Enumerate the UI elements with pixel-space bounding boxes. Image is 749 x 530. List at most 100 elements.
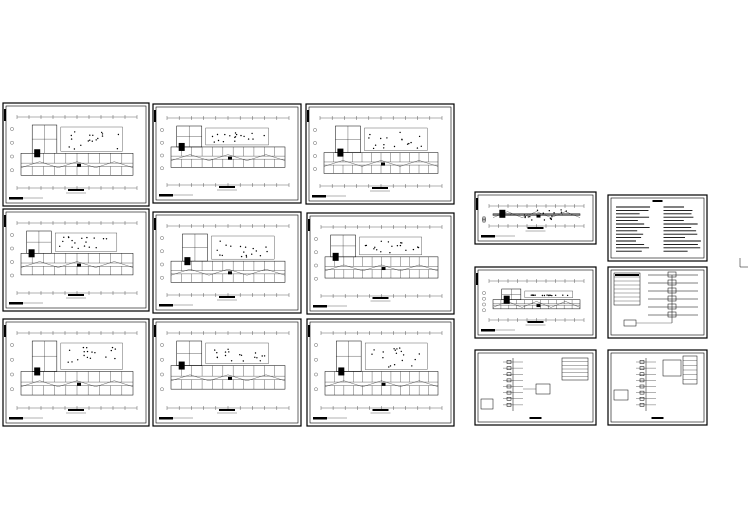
- grid-axis-bubble: [160, 128, 164, 132]
- fixture-symbol: [101, 133, 104, 135]
- drawing-sheet-floor-plan[interactable]: [152, 103, 302, 204]
- fixture-symbol: [387, 241, 390, 243]
- plan-caption: [372, 409, 389, 411]
- fixture-symbol: [401, 139, 403, 141]
- fixture-symbol: [230, 245, 232, 247]
- fixture-symbol: [101, 131, 103, 134]
- device-symbol: [506, 397, 512, 401]
- grid-axis-bubble: [482, 219, 486, 223]
- grid-axis-bubble: [160, 153, 164, 158]
- grid-axis-bubble: [160, 387, 164, 392]
- drawing-sheet-floor-plan[interactable]: [2, 318, 150, 427]
- fixture-symbol: [77, 359, 79, 361]
- fixture-symbol: [418, 135, 421, 138]
- sheet-inner-border: [5, 211, 147, 309]
- drawing-sheet-floor-plan[interactable]: [306, 318, 455, 427]
- fixture-symbol: [565, 210, 567, 212]
- fixture-symbol: [213, 141, 215, 143]
- fixture-symbol: [388, 366, 390, 368]
- fixture-symbol: [89, 134, 91, 136]
- equipment-block: [77, 263, 81, 267]
- fixture-symbol: [92, 134, 94, 136]
- title-block: [481, 235, 495, 238]
- fixture-symbol: [224, 133, 226, 136]
- fixture-symbol: [529, 216, 531, 218]
- fixture-symbol: [67, 361, 69, 363]
- open-area: [524, 290, 573, 298]
- drawing-sheet-floor-plan[interactable]: [474, 191, 597, 245]
- grid-axis-bubble: [160, 166, 164, 171]
- plan-caption: [68, 189, 84, 191]
- fixture-symbol: [86, 236, 88, 239]
- fixture-symbol: [68, 349, 71, 351]
- drawing-sheet-floor-plan[interactable]: [2, 102, 150, 207]
- source-panel: [613, 389, 629, 401]
- fixture-symbol: [88, 246, 91, 248]
- plan-caption: [527, 227, 544, 229]
- drawing-sheet-floor-plan[interactable]: [2, 208, 150, 312]
- fixture-symbol: [369, 133, 371, 136]
- sheet-inner-border: [5, 321, 147, 424]
- building-outline: [170, 146, 286, 168]
- fixture-symbol: [550, 218, 552, 221]
- device-symbol: [639, 366, 645, 370]
- notes-heading: [652, 200, 663, 202]
- grid-axis-bubble: [314, 357, 318, 362]
- fixture-symbol: [243, 251, 245, 253]
- fixture-symbol: [221, 254, 223, 257]
- fixture-symbol: [401, 359, 403, 362]
- open-area: [205, 127, 269, 146]
- drawing-sheet-floor-plan[interactable]: [306, 212, 455, 315]
- drawing-sheet-riser-diagram[interactable]: [607, 266, 708, 339]
- drawing-sheet-system-diagram[interactable]: [607, 349, 708, 426]
- fixture-symbol: [216, 352, 218, 354]
- fixture-symbol: [68, 146, 70, 148]
- drawing-sheet-floor-plan[interactable]: [474, 266, 597, 339]
- grid-axis-bubble: [10, 246, 14, 251]
- sheet-inner-border: [610, 197, 705, 259]
- drawing-sheet-floor-plan[interactable]: [152, 211, 302, 314]
- binding-margin-mark: [154, 218, 156, 230]
- title-block: [9, 197, 23, 200]
- grid-axis-bubble: [10, 260, 14, 264]
- sheet-border: [607, 349, 708, 426]
- fixture-symbol: [102, 238, 105, 240]
- fixture-symbol: [255, 250, 257, 252]
- fixture-symbol: [73, 148, 76, 150]
- equipment-block: [228, 376, 232, 380]
- wiring-run: [20, 380, 134, 387]
- fixture-symbol: [71, 239, 73, 242]
- fixture-symbol: [553, 212, 555, 214]
- stair-block: [178, 142, 185, 151]
- drawing-sheet-floor-plan[interactable]: [152, 318, 302, 427]
- fixture-symbol: [527, 216, 529, 218]
- binding-margin-mark: [308, 325, 310, 337]
- stair-block: [34, 149, 41, 158]
- equipment-block: [381, 382, 386, 386]
- fixture-symbol: [83, 245, 86, 247]
- title-block: [313, 305, 327, 308]
- drawing-sheet-floor-plan[interactable]: [305, 103, 455, 205]
- grid-axis-bubble: [10, 372, 14, 377]
- fixture-symbol: [393, 145, 396, 148]
- fixture-symbol: [216, 356, 218, 358]
- fixture-symbol: [395, 352, 398, 354]
- drawing-sheet-notes[interactable]: [607, 194, 708, 262]
- fixture-symbol: [216, 133, 219, 136]
- fixture-symbol: [396, 245, 399, 247]
- fixture-symbol: [368, 137, 370, 139]
- fixture-symbol: [105, 238, 108, 240]
- fixture-symbol: [417, 246, 419, 248]
- fixture-symbol: [219, 240, 221, 242]
- fixture-symbol: [110, 349, 113, 352]
- device-symbol: [506, 366, 512, 370]
- plan-caption: [68, 294, 84, 296]
- fixture-symbol: [263, 134, 265, 137]
- drawing-sheet-system-diagram[interactable]: [474, 349, 597, 426]
- fixture-symbol: [380, 137, 382, 140]
- sheet-inner-border: [610, 269, 705, 336]
- device-symbol: [506, 378, 512, 383]
- fixture-symbol: [399, 347, 401, 349]
- diagram-caption: [651, 417, 664, 419]
- fixture-symbol: [82, 346, 85, 349]
